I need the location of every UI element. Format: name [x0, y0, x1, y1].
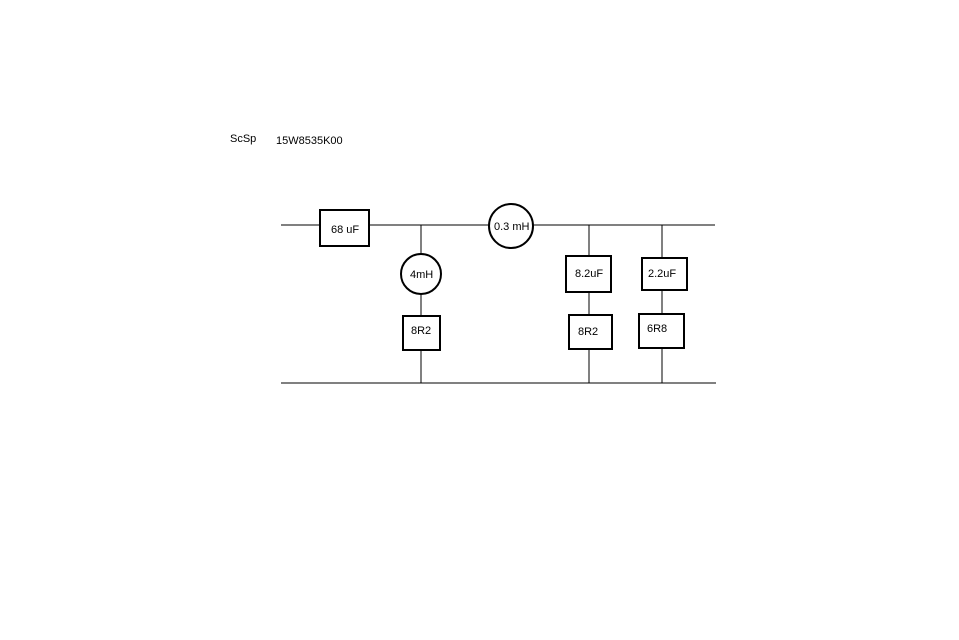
shunt-resistor-3: 6R8: [638, 313, 685, 349]
series-capacitor: 68 uF: [319, 209, 370, 247]
shunt-capacitor-2: 2.2uF: [641, 257, 688, 291]
shunt-resistor-2: 8R2: [568, 314, 613, 350]
shunt-capacitor-1: 8.2uF: [565, 255, 612, 293]
series-inductor: 0.3 mH: [488, 203, 534, 249]
series-inductor-label: 0.3 mH: [494, 221, 530, 233]
brand-label: ScSp: [230, 133, 256, 145]
shunt-resistor-2-label: 8R2: [578, 326, 598, 338]
model-label: 15W8535K00: [276, 135, 343, 147]
shunt-capacitor-2-label: 2.2uF: [648, 268, 676, 280]
series-capacitor-label: 68 uF: [331, 224, 359, 236]
shunt-resistor-1-label: 8R2: [411, 325, 431, 337]
shunt-capacitor-1-label: 8.2uF: [575, 268, 603, 280]
shunt-resistor-1: 8R2: [402, 315, 441, 351]
shunt-resistor-3-label: 6R8: [647, 323, 667, 335]
shunt-inductor: 4mH: [400, 253, 442, 295]
wires: [281, 224, 716, 384]
shunt-inductor-label: 4mH: [410, 269, 433, 281]
